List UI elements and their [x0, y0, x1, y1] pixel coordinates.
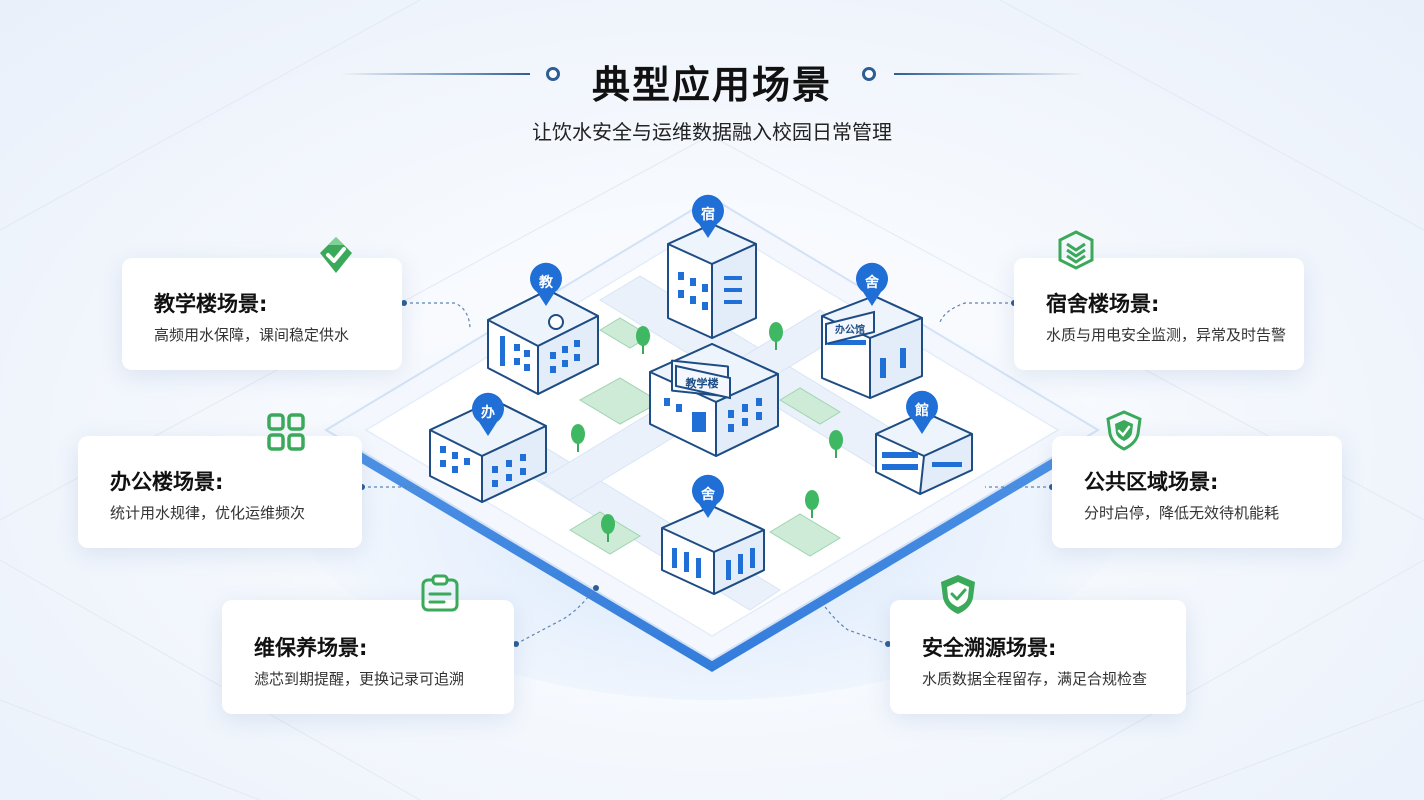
pin-library: 館	[906, 390, 938, 434]
building-teaching	[487, 289, 599, 395]
building-dorm-top	[667, 223, 757, 339]
title-dot-right	[862, 67, 876, 81]
pin-teaching: 教	[530, 262, 562, 306]
title-divider-right	[894, 73, 1084, 75]
trees	[571, 322, 843, 542]
card-public-desc: 分时启停，降低无效待机能耗	[1084, 504, 1280, 522]
layers-icon	[1054, 228, 1098, 272]
pin-dorm-right: 舍	[856, 262, 888, 306]
svg-text:舍: 舍	[700, 486, 716, 503]
card-office-desc: 统计用水规律，优化运维频次	[110, 504, 306, 522]
card-dorm-scene[interactable]: 宿舍楼场景: 水质与用电安全监测，异常及时告警	[1014, 258, 1304, 370]
header: 典型应用场景 让饮水安全与运维数据融入校园日常管理	[0, 40, 1424, 160]
shield-heart-icon	[936, 572, 980, 616]
signboard-teaching: 教学楼	[675, 364, 731, 400]
signboard-office: 办公馆	[825, 310, 875, 346]
svg-text:教学楼: 教学楼	[685, 376, 719, 390]
map-pins: 宿 教 舍 办 館 舍	[472, 194, 938, 518]
svg-text:宿: 宿	[701, 206, 715, 223]
shield-check-icon	[1102, 408, 1146, 452]
title-divider-left	[340, 73, 530, 75]
card-public-title: 公共区域场景:	[1084, 470, 1219, 494]
card-dorm-title: 宿舍楼场景:	[1046, 292, 1160, 316]
card-public-scene[interactable]: 公共区域场景: 分时启停，降低无效待机能耗	[1052, 436, 1342, 548]
title-dot-left	[546, 67, 560, 81]
card-office-title: 办公楼场景:	[110, 470, 224, 494]
pin-dorm-bottom: 舍	[692, 474, 724, 518]
card-dorm-desc: 水质与用电安全监测，异常及时告警	[1046, 326, 1287, 344]
pin-dorm-top: 宿	[692, 194, 724, 238]
svg-text:舍: 舍	[864, 274, 880, 291]
card-security-desc: 水质数据全程留存，满足合规检查	[922, 670, 1148, 688]
card-security-title: 安全溯源场景:	[922, 636, 1057, 660]
grid-icon	[264, 410, 308, 454]
building-dorm-bottom	[661, 505, 765, 595]
page-title: 典型应用场景	[591, 63, 832, 107]
pin-office: 办	[472, 392, 504, 436]
card-maintenance-scene[interactable]: 维保养场景: 滤芯到期提醒，更换记录可追溯	[222, 600, 514, 714]
card-maintenance-desc: 滤芯到期提醒，更换记录可追溯	[254, 670, 465, 688]
card-teaching-scene[interactable]: 教学楼场景: 高频用水保障，课间稳定供水	[122, 258, 402, 370]
card-security-scene[interactable]: 安全溯源场景: 水质数据全程留存，满足合规检查	[890, 600, 1186, 714]
building-library	[875, 411, 973, 495]
badge-check-icon	[314, 233, 358, 277]
clipboard-icon	[418, 572, 462, 616]
building-office	[821, 295, 923, 399]
svg-text:办公馆: 办公馆	[835, 323, 865, 336]
card-teaching-desc: 高频用水保障，课间稳定供水	[154, 326, 350, 344]
card-maintenance-title: 维保养场景:	[254, 636, 368, 660]
card-teaching-title: 教学楼场景:	[154, 292, 268, 316]
svg-text:办: 办	[481, 404, 495, 421]
page-subtitle: 让饮水安全与运维数据融入校园日常管理	[532, 120, 892, 144]
svg-text:館: 館	[914, 402, 929, 419]
svg-text:教: 教	[539, 274, 554, 291]
card-office-scene[interactable]: 办公楼场景: 统计用水规律，优化运维频次	[78, 436, 362, 548]
